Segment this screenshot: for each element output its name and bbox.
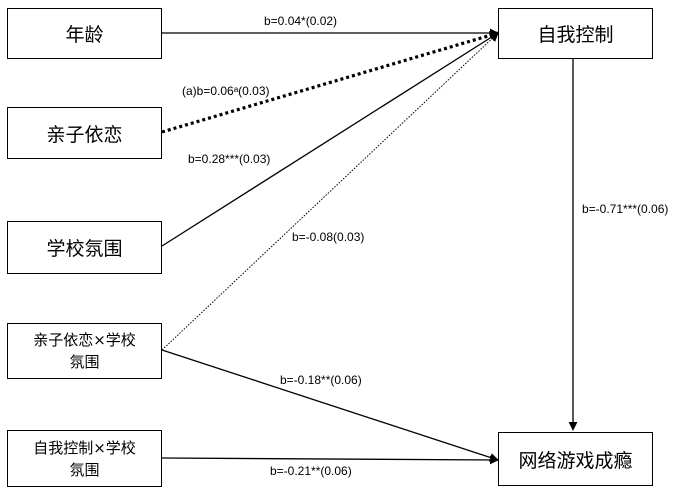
node-age-label: 年龄 — [65, 24, 104, 46]
arrow-interaction-to-addiction — [161, 349, 499, 462]
label-age-to-self-control: b=0.04*(0.02) — [264, 14, 337, 28]
node-selfctrl-x-climate-line1: 自我控制×学校 — [33, 438, 136, 457]
label-interaction-to-self-control: b=-0.08(0.03) — [292, 230, 364, 244]
node-attachment-x-climate: 亲子依恋×学校 氛围 — [7, 323, 162, 379]
node-attachment-x-climate-line2: 氛围 — [69, 353, 100, 371]
node-self-control: 自我控制 — [498, 8, 653, 59]
node-climate-label: 学校氛围 — [46, 238, 123, 260]
label-interaction-to-addiction: b=-0.18**(0.06) — [280, 373, 362, 387]
node-selfctrl-x-climate-line2: 氛围 — [69, 460, 100, 479]
arrow-attachment-to-self-control — [161, 30, 499, 134]
node-internet-gaming-addiction: 网络游戏成瘾 — [498, 432, 653, 486]
arrow-climate-to-self-control — [161, 32, 499, 247]
node-attachment-x-climate-line1: 亲子依恋×学校 — [33, 331, 136, 349]
label-attachment-to-self-control: (a)b=0.06ᵃ(0.03) — [182, 84, 270, 98]
label-self-control-to-addiction: b=-0.71***(0.06) — [582, 202, 668, 216]
node-addiction-label: 网络游戏成瘾 — [518, 449, 633, 472]
arrow-interaction-to-self-control — [161, 32, 499, 351]
arrow-selfctrl-climate-to-addiction — [161, 455, 499, 465]
node-selfctrl-x-climate: 自我控制×学校 氛围 — [7, 430, 162, 487]
node-attachment-label: 亲子依恋 — [46, 123, 123, 146]
label-climate-to-self-control: b=0.28***(0.03) — [188, 152, 270, 166]
node-age: 年龄 — [7, 8, 162, 59]
node-school-climate: 学校氛围 — [7, 221, 162, 274]
node-self-control-label: 自我控制 — [537, 24, 614, 46]
node-parent-child-attachment: 亲子依恋 — [7, 107, 162, 159]
label-selfctrl-climate-to-addiction: b=-0.21**(0.06) — [270, 464, 352, 478]
